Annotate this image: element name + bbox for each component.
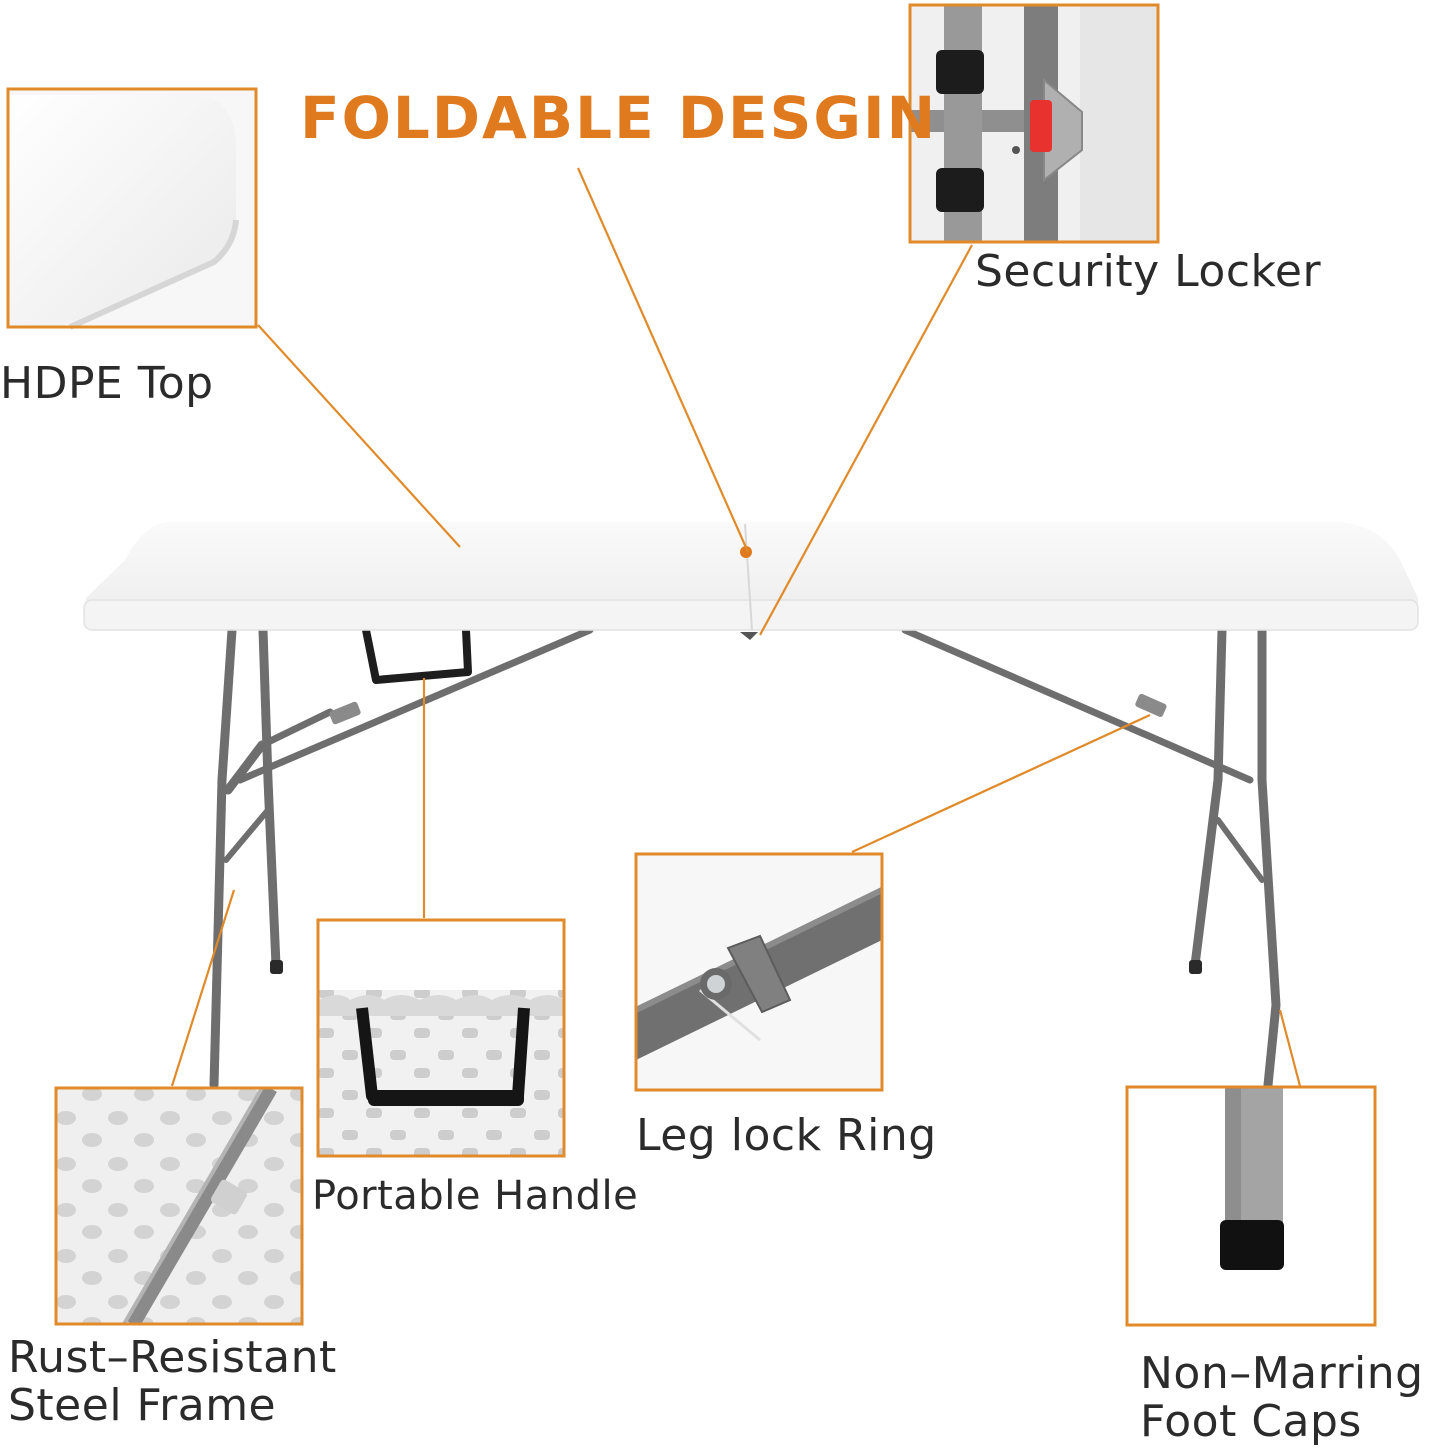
steel-frame-label-line1: Rust–Resistant: [8, 1332, 337, 1383]
portable-handle-inset: [316, 918, 566, 1158]
security-locker-inset: [908, 3, 1160, 244]
hdpe-top-label: HDPE Top: [0, 358, 214, 409]
leg-lock-ring-inset: [634, 852, 884, 1092]
steel-frame-inset: [54, 1086, 304, 1326]
page-title: FOLDABLE DESGIN: [300, 84, 938, 152]
folding-table: [83, 522, 1419, 1090]
steel-frame-label-line2: Steel Frame: [8, 1380, 277, 1431]
hdpe-top-inset: [6, 87, 258, 330]
foot-caps-label-line1: Non–Marring: [1140, 1348, 1424, 1399]
foot-caps-label-line2: Foot Caps: [1140, 1396, 1362, 1447]
leg-lock-ring-label: Leg lock Ring: [636, 1110, 937, 1161]
foot-caps-inset: [1125, 1085, 1377, 1327]
portable-handle-label: Portable Handle: [312, 1173, 639, 1219]
security-locker-label: Security Locker: [975, 246, 1322, 297]
leader-lines: [170, 167, 1302, 1087]
